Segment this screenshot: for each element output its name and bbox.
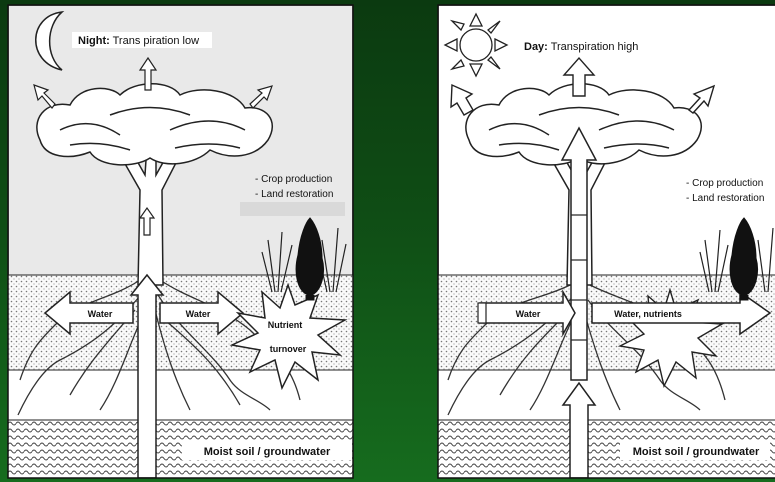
night-title: Night: Trans piration low (78, 35, 199, 47)
sun-icon (445, 14, 507, 76)
water-arrow-left-label: Water (88, 309, 113, 319)
starburst-line1: Nutrient (268, 320, 303, 330)
day-subsoil-layer (438, 370, 775, 420)
day-panel: Water Water, nutrients Day: Transpiratio… (438, 5, 775, 478)
water-arrow-right-label: Water (186, 309, 211, 319)
day-side-line2: - Land restoration (686, 193, 764, 204)
day-title-rest: Transpiration high (548, 41, 639, 53)
day-title: Day: Transpiration high (524, 41, 638, 53)
night-side-shade (240, 202, 345, 216)
subsoil-layer (8, 370, 353, 420)
day-water-arrow-left-label: Water (516, 309, 541, 319)
day-title-bold: Day: (524, 41, 548, 53)
day-side-line1: - Crop production (686, 178, 763, 189)
night-title-bold: Night: (78, 35, 110, 47)
night-panel: Water Water Nutrient turnover Night: Tra… (8, 5, 353, 478)
night-side-line2: - Land restoration (255, 189, 333, 200)
night-title-rest: Trans piration low (110, 35, 199, 47)
night-ground-label: Moist soil / groundwater (204, 446, 331, 458)
starburst-line2: turnover (270, 344, 307, 354)
day-water-arrow-right-label: Water, nutrients (614, 309, 682, 319)
night-side-line1: - Crop production (255, 174, 332, 185)
day-arrow-tail (478, 303, 486, 323)
day-ground-label: Moist soil / groundwater (633, 446, 760, 458)
